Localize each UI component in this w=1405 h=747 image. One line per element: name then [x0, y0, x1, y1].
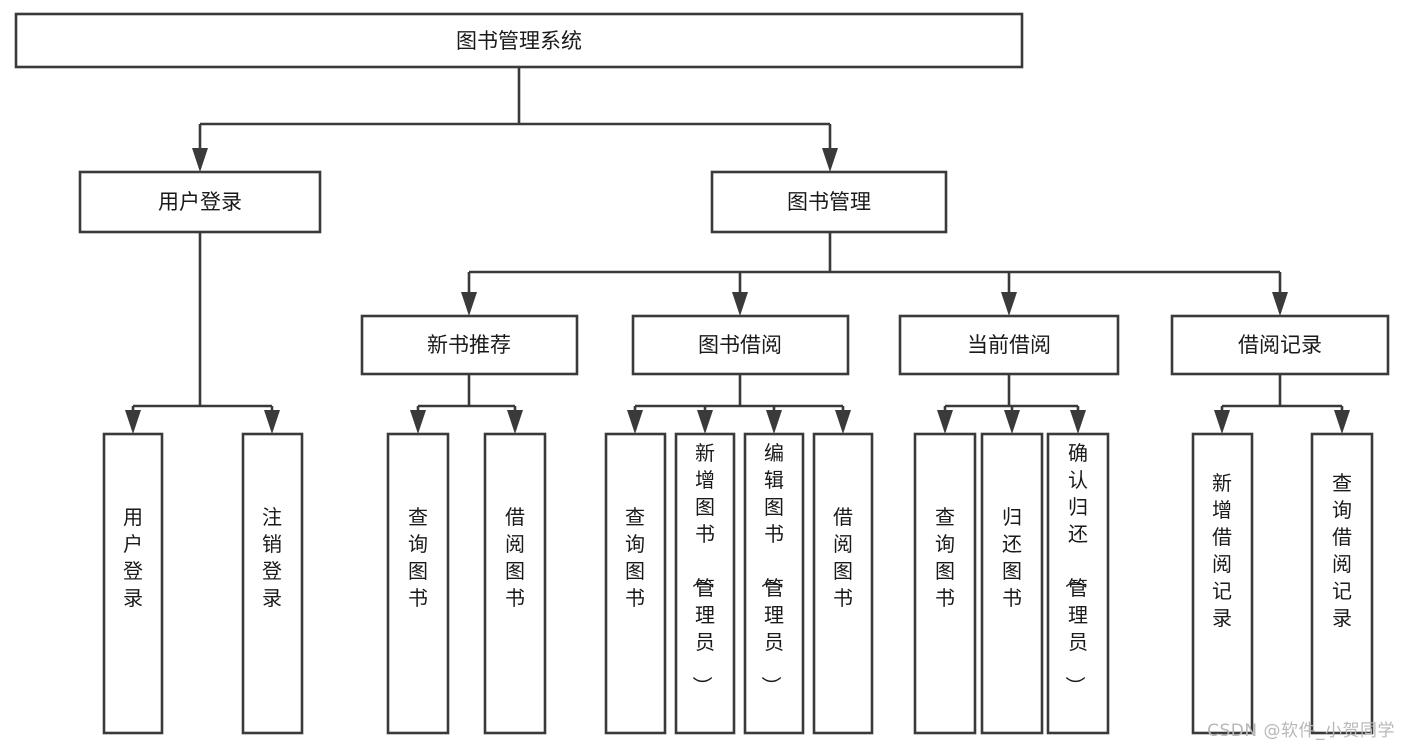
node-leaf-confirm-return-admin-label: 确认归还（管理员） [1063, 441, 1088, 696]
node-leaf-return-book[interactable]: 归还图书 [980, 432, 1044, 735]
arrow-head-leaf-add-borrow-record [1214, 410, 1230, 434]
node-user-login-label: 用户登录 [158, 190, 242, 214]
node-leaf-borrow-book-2-label: 借阅图书 [833, 505, 853, 610]
arrow-head-leaf-query-book-1 [410, 410, 426, 434]
node-user-login[interactable]: 用户登录 [78, 170, 322, 234]
node-leaf-return-book-label: 归还图书 [1002, 505, 1022, 610]
node-leaf-query-book-3-label: 查询图书 [935, 505, 955, 610]
node-borrow-record-label: 借阅记录 [1238, 333, 1322, 357]
node-book-manage[interactable]: 图书管理 [710, 170, 948, 234]
node-new-book-recommend[interactable]: 新书推荐 [360, 314, 579, 376]
node-new-book-recommend-label: 新书推荐 [427, 333, 511, 357]
node-leaf-add-borrow-record[interactable]: 新增借阅记录 [1191, 432, 1254, 735]
arrow-head-leaf-query-book-2 [627, 410, 643, 434]
node-leaf-borrow-book-1-label: 借阅图书 [505, 505, 525, 610]
node-leaf-edit-book-admin-label: 编辑图书（管理员） [759, 441, 784, 696]
node-current-borrow[interactable]: 当前借阅 [898, 314, 1120, 376]
arrow-head-current-borrow [1001, 292, 1017, 316]
node-leaf-edit-book-admin[interactable]: 编辑图书（管理员） [743, 432, 805, 735]
arrow-head-user-login [192, 148, 208, 172]
node-leaf-query-borrow-record-label: 查询借阅记录 [1332, 471, 1352, 630]
node-book-borrow[interactable]: 图书借阅 [631, 314, 850, 376]
node-borrow-record[interactable]: 借阅记录 [1170, 314, 1390, 376]
arrow-head-borrow-record [1272, 292, 1288, 316]
node-leaf-add-book-admin[interactable]: 新增图书（管理员） [674, 432, 736, 735]
arrow-head-new-book-recommend [461, 292, 477, 316]
node-leaf-confirm-return-admin[interactable]: 确认归还（管理员） [1046, 432, 1110, 735]
arrow-head-leaf-add-book-admin [697, 410, 713, 434]
arrow-head-leaf-logout [264, 410, 280, 434]
node-leaf-add-book-admin-label: 新增图书（管理员） [690, 441, 715, 696]
arrow-head-leaf-query-book-3 [937, 410, 953, 434]
node-leaf-query-book-1[interactable]: 查询图书 [386, 432, 450, 735]
node-leaf-borrow-book-1[interactable]: 借阅图书 [483, 432, 547, 735]
node-current-borrow-label: 当前借阅 [967, 333, 1051, 357]
node-leaf-query-book-2[interactable]: 查询图书 [604, 432, 667, 735]
node-leaf-add-borrow-record-label: 新增借阅记录 [1212, 471, 1232, 630]
node-leaf-user-login-label: 用户登录 [123, 505, 143, 610]
node-leaf-query-book-1-label: 查询图书 [408, 505, 428, 610]
node-root[interactable]: 图书管理系统 [14, 12, 1024, 69]
node-book-borrow-label: 图书借阅 [698, 333, 782, 357]
connector-layer [125, 67, 1350, 434]
node-leaf-query-borrow-record[interactable]: 查询借阅记录 [1310, 432, 1374, 735]
node-leaf-query-book-2-label: 查询图书 [625, 505, 645, 610]
node-book-manage-label: 图书管理 [787, 190, 871, 214]
node-leaf-logout[interactable]: 注销登录 [241, 432, 304, 735]
arrow-head-leaf-borrow-book-2 [835, 410, 851, 434]
arrow-head-leaf-confirm-return-admin [1070, 410, 1086, 434]
node-leaf-query-book-3[interactable]: 查询图书 [913, 432, 977, 735]
arrow-head-book-manage [822, 148, 838, 172]
node-leaf-logout-label: 注销登录 [262, 505, 282, 610]
arrow-head-leaf-borrow-book-1 [507, 410, 523, 434]
arrow-head-book-borrow [732, 292, 748, 316]
arrow-head-leaf-user-login [125, 410, 141, 434]
arrow-head-leaf-edit-book-admin [766, 410, 782, 434]
node-root-label: 图书管理系统 [456, 29, 582, 53]
csdn-watermark: CSDN @软件_小贺同学 [1207, 721, 1395, 741]
arrow-head-leaf-return-book [1004, 410, 1020, 434]
node-leaf-user-login[interactable]: 用户登录 [102, 432, 164, 735]
arrow-head-leaf-query-borrow-record [1334, 410, 1350, 434]
node-leaf-borrow-book-2[interactable]: 借阅图书 [812, 432, 874, 735]
